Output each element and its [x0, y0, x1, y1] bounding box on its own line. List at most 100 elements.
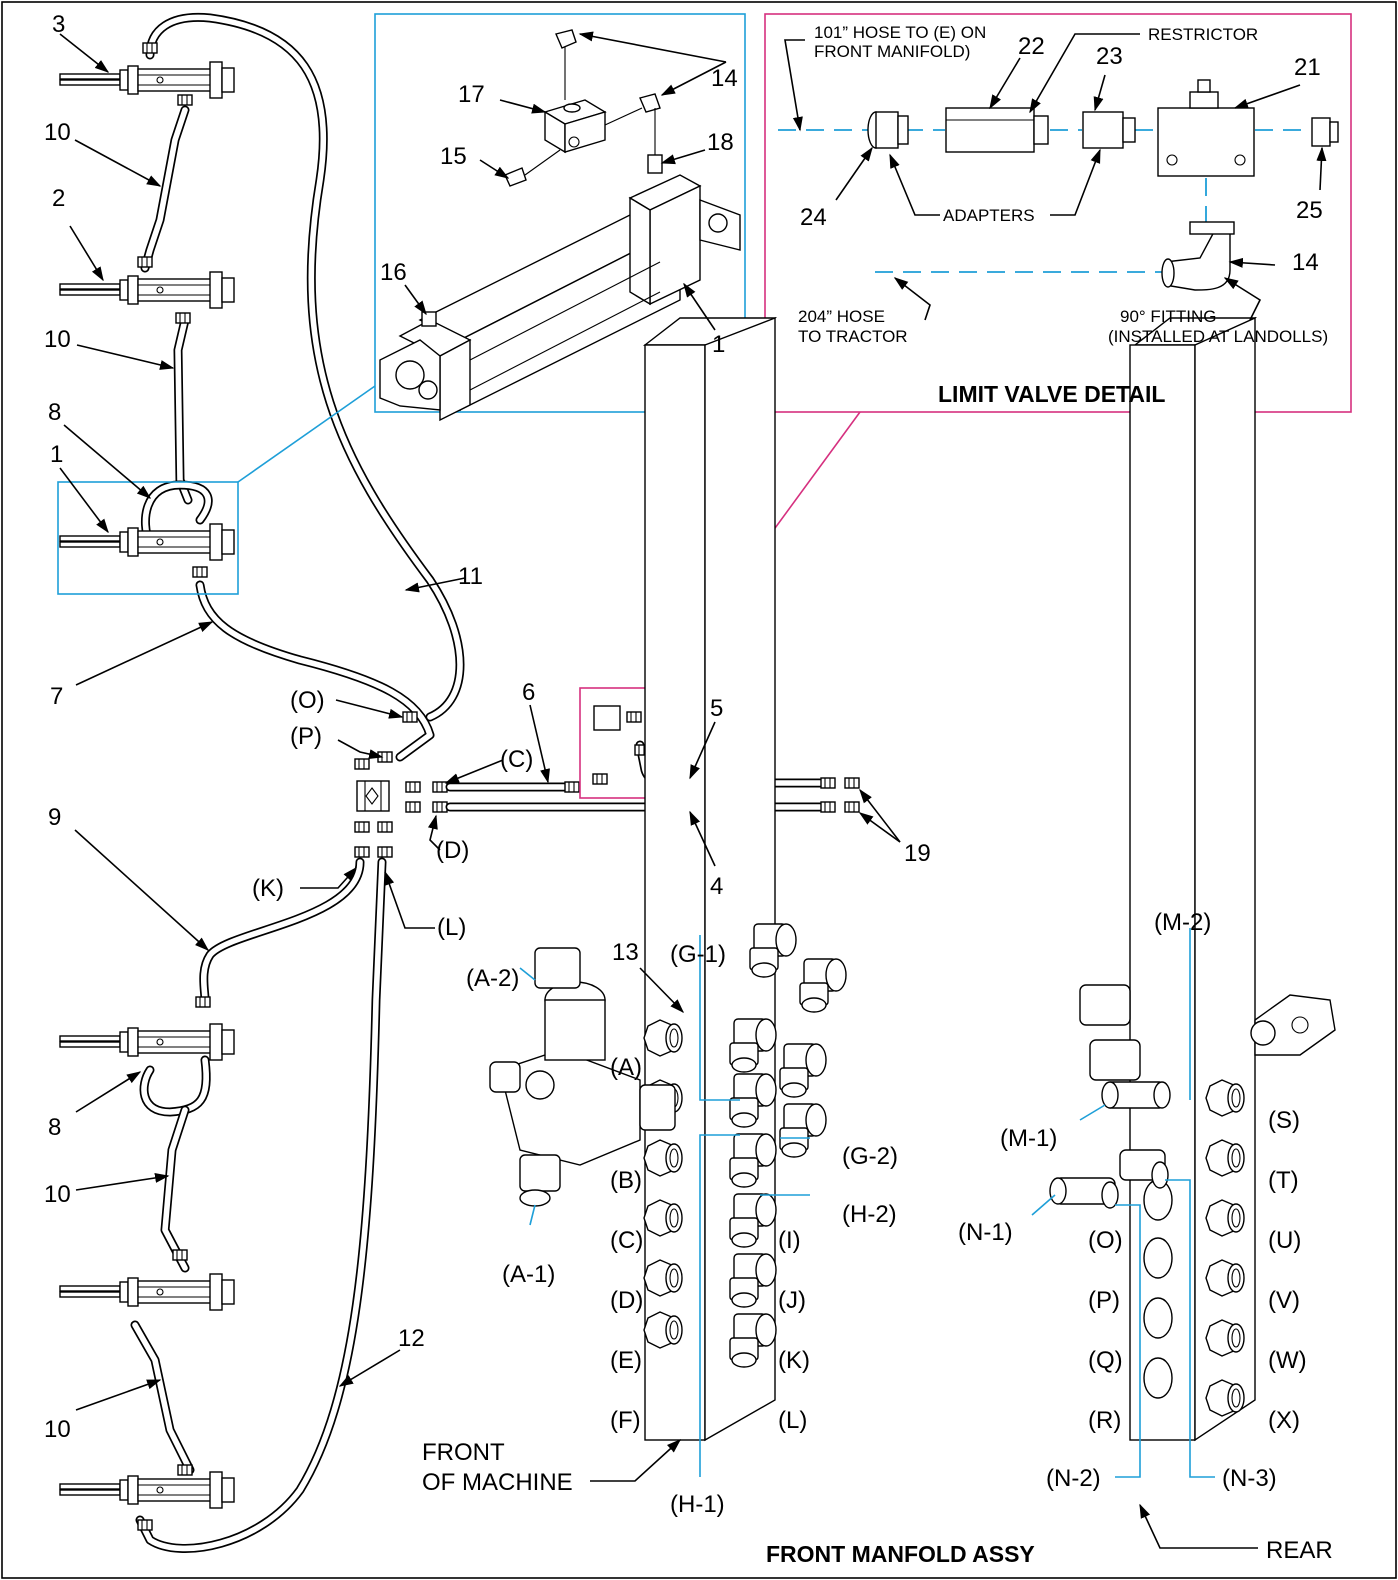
port-j-label: (J) — [778, 1287, 806, 1314]
callout-16: 16 — [380, 259, 407, 286]
cylinder-2 — [59, 271, 235, 309]
rear-label: REAR — [1266, 1537, 1333, 1564]
callout-7: 7 — [50, 683, 63, 710]
port-p-label: (P) — [1088, 1287, 1120, 1314]
limit-valve-drawing — [778, 79, 1339, 291]
port-p-label: (P) — [290, 723, 322, 750]
port-h2-label: (H-2) — [842, 1201, 897, 1228]
port-q-label: (Q) — [1088, 1347, 1123, 1374]
cylinder-detail-drawing — [379, 29, 741, 422]
cylinder-fittings — [137, 42, 211, 1531]
port-h1-label: (H-1) — [670, 1491, 725, 1518]
limit-valve-detail-box — [764, 13, 1352, 413]
port-m2-label: (M-2) — [1154, 909, 1211, 936]
port-v-label: (V) — [1268, 1287, 1300, 1314]
callout-1: 1 — [50, 441, 63, 468]
port-c-label: (C) — [500, 746, 533, 773]
callout-8: 8 — [48, 399, 61, 426]
port-k-label: (K) — [778, 1347, 810, 1374]
hose-204-label: 204” HOSE — [798, 307, 885, 326]
hose-204-label-2: TO TRACTOR — [798, 327, 908, 346]
port-x-label: (X) — [1268, 1407, 1300, 1434]
callout-10: 10 — [44, 1181, 71, 1208]
fitting-90-label-2: (INSTALLED AT LANDOLLS) — [1108, 327, 1328, 346]
front-manifold-title: FRONT MANFOLD ASSY — [766, 1541, 1035, 1567]
port-e-label: (E) — [610, 1347, 642, 1374]
callout-14: 14 — [1292, 249, 1319, 276]
port-w-label: (W) — [1268, 1347, 1307, 1374]
callout-10: 10 — [44, 326, 71, 353]
fitting-90-label: 90° FITTING — [1120, 307, 1217, 326]
callout-3: 3 — [52, 11, 65, 38]
callout-24: 24 — [800, 204, 827, 231]
front-label-2: OF MACHINE — [422, 1469, 573, 1496]
port-c-label: (C) — [610, 1227, 643, 1254]
limit-valve-texts: 101” HOSE TO (E) ON FRONT MANIFOLD) REST… — [798, 23, 1328, 407]
port-t-label: (T) — [1268, 1167, 1299, 1194]
callout-labels: 3 10 2 10 8 1 11 7 6 5 9 8 10 10 12 4 19… — [44, 11, 1323, 1443]
callout-10: 10 — [44, 119, 71, 146]
callout-8: 8 — [48, 1114, 61, 1141]
callout-18: 18 — [707, 129, 734, 156]
limit-valve-small — [593, 705, 621, 731]
port-u-label: (U) — [1268, 1227, 1301, 1254]
callout-10: 10 — [44, 1416, 71, 1443]
port-a1-label: (A-1) — [502, 1261, 555, 1288]
hose-101-label: 101” HOSE TO (E) ON — [814, 23, 986, 42]
port-m1-label: (M-1) — [1000, 1125, 1057, 1152]
front-manifold-right — [1049, 316, 1336, 1442]
hose-routing — [130, 12, 465, 1553]
hose-101-label-2: FRONT MANIFOLD) — [814, 42, 970, 61]
callout-4: 4 — [710, 873, 723, 900]
port-o-label: (O) — [290, 687, 325, 714]
adapters-label: ADAPTERS — [943, 206, 1035, 225]
port-i-label: (I) — [778, 1227, 801, 1254]
callout-2: 2 — [52, 185, 65, 212]
center-fitting-cluster — [354, 711, 448, 858]
port-d-label: (D) — [610, 1287, 643, 1314]
callout-19: 19 — [904, 840, 931, 867]
callout-5: 5 — [710, 695, 723, 722]
callout-9: 9 — [48, 804, 61, 831]
port-o-label: (O) — [1088, 1227, 1123, 1254]
cylinder-3 — [59, 61, 235, 99]
limit-valve-title: LIMIT VALVE DETAIL — [938, 381, 1165, 407]
port-f-label: (F) — [610, 1407, 641, 1434]
port-d-label: (D) — [436, 837, 469, 864]
callout-21: 21 — [1294, 54, 1321, 81]
port-a2-label: (A-2) — [466, 965, 519, 992]
restrictor-label: RESTRICTOR — [1148, 25, 1258, 44]
port-g2-label: (G-2) — [842, 1143, 898, 1170]
front-manifold-texts: (A-2) (G-1) (A) (B) (C) (D) (E) (F) (A-1… — [422, 909, 1333, 1567]
callout-17: 17 — [458, 81, 485, 108]
port-r-label: (R) — [1088, 1407, 1121, 1434]
port-g1-label: (G-1) — [670, 941, 726, 968]
callout-12: 12 — [398, 1325, 425, 1352]
cylinder-1-highlight — [57, 481, 239, 595]
cylinder-lower-3 — [59, 1471, 235, 1509]
port-s-label: (S) — [1268, 1107, 1300, 1134]
callout-11: 11 — [458, 563, 483, 590]
port-n2-label: (N-2) — [1046, 1465, 1101, 1492]
cylinder-lower-1 — [59, 1023, 235, 1061]
cylinder-detail-box — [374, 13, 746, 413]
callout-22: 22 — [1018, 33, 1045, 60]
manifold-leader-lines — [519, 928, 1215, 1478]
callout-6: 6 — [522, 679, 535, 706]
cylinder-lower-2 — [59, 1273, 235, 1311]
port-n1-label: (N-1) — [958, 1219, 1013, 1246]
callout-23: 23 — [1096, 43, 1123, 70]
port-b-label: (B) — [610, 1167, 642, 1194]
port-labels: (O) (P) (C) (D) (K) (L) — [252, 687, 533, 941]
leader-arrows — [59, 31, 1327, 1549]
port-n3-label: (N-3) — [1222, 1465, 1277, 1492]
callout-14: 14 — [711, 65, 738, 92]
callout-25: 25 — [1296, 197, 1323, 224]
port-k-label: (K) — [252, 875, 284, 902]
callout-13: 13 — [612, 939, 639, 966]
callout-1: 1 — [712, 331, 725, 358]
callout-15: 15 — [440, 143, 467, 170]
